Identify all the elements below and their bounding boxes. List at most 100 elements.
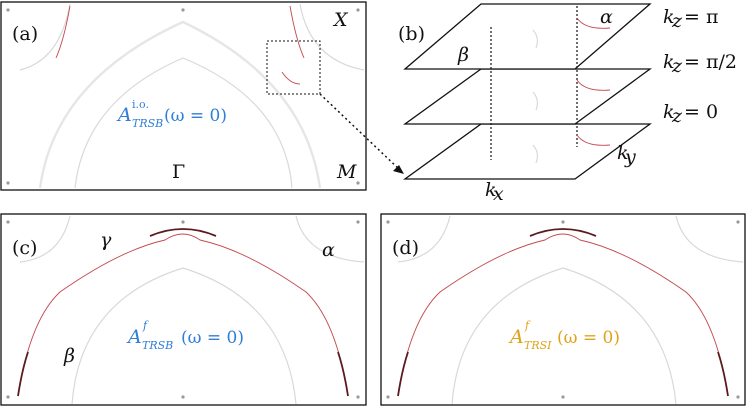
formula-a-base: A bbox=[116, 104, 132, 126]
fs-d-inner bbox=[451, 267, 677, 405]
corner-dot bbox=[561, 395, 565, 399]
panel-a: (a) X Γ M A i.o. TRSB (ω = 0) bbox=[0, 1, 367, 191]
panel-c: (c) γ α β A f TRSB (ω = 0) bbox=[0, 213, 367, 406]
arc-right bbox=[289, 5, 305, 59]
formula-a-sup: i.o. bbox=[132, 98, 149, 111]
fs-corner-tr bbox=[299, 3, 365, 71]
beta-label-b: β bbox=[457, 44, 469, 66]
corner-dot bbox=[356, 181, 360, 185]
panel-d-tag: (d) bbox=[392, 237, 419, 259]
gamma-arc-c bbox=[149, 228, 217, 237]
fs-gamma-inner bbox=[74, 57, 293, 189]
corner-dot bbox=[561, 220, 565, 224]
plane-kz-pi bbox=[403, 3, 652, 70]
fs-c-outer-red bbox=[17, 233, 349, 397]
corner-dot bbox=[6, 8, 10, 12]
faint-mark-mid bbox=[532, 91, 539, 111]
beta-tail-left-d bbox=[397, 351, 409, 397]
zoom-box bbox=[266, 40, 321, 95]
alpha-label-c: α bbox=[322, 239, 335, 261]
corner-dot bbox=[386, 220, 390, 224]
formula-d-base: A bbox=[508, 326, 524, 348]
svg-text:z: z bbox=[671, 105, 683, 127]
kx-label: k x bbox=[485, 179, 504, 205]
panel-a-frame bbox=[0, 1, 367, 191]
panel-a-tag: (a) bbox=[12, 23, 38, 45]
svg-text:= π/2: = π/2 bbox=[684, 51, 737, 73]
panel-c-frame bbox=[0, 213, 367, 406]
svg-text:k: k bbox=[663, 6, 675, 28]
formula-a: A i.o. TRSB (ω = 0) bbox=[116, 98, 227, 130]
zoom-arrow bbox=[319, 93, 401, 171]
svg-text:k: k bbox=[485, 179, 497, 201]
svg-text:z: z bbox=[671, 10, 683, 32]
corner-dot bbox=[6, 395, 10, 399]
panel-b-tag: (b) bbox=[398, 23, 425, 45]
alpha-label-b: α bbox=[600, 6, 613, 28]
panel-d: (d) A f TRSI (ω = 0) bbox=[380, 213, 746, 406]
beta-tail-right-d bbox=[717, 351, 729, 397]
formula-c-base: A bbox=[126, 326, 142, 348]
gamma-arc-d bbox=[529, 228, 597, 237]
beta-tail-right-c bbox=[337, 351, 349, 397]
fs-c-inner bbox=[71, 267, 297, 405]
fs-gamma-outer bbox=[38, 20, 322, 189]
corner-dot bbox=[356, 395, 360, 399]
formula-d-arg: (ω = 0) bbox=[557, 328, 620, 348]
corner-dot bbox=[181, 395, 185, 399]
arc-left bbox=[55, 5, 71, 59]
fs-d-tl bbox=[397, 215, 451, 263]
corner-dot bbox=[181, 8, 185, 12]
corner-dot bbox=[356, 220, 360, 224]
kz-mid-label: k z = π/2 bbox=[663, 51, 737, 77]
corner-dot bbox=[6, 220, 10, 224]
fs-corner-tl bbox=[19, 3, 71, 71]
kz-bottom-label: k z = 0 bbox=[663, 101, 718, 127]
svg-text:x: x bbox=[493, 183, 504, 205]
panel-c-tag: (c) bbox=[12, 237, 37, 259]
formula-d-sup: f bbox=[524, 319, 531, 332]
svg-text:= 0: = 0 bbox=[684, 101, 718, 123]
kz-top-label: k z = π bbox=[663, 6, 718, 32]
formula-a-sub: TRSB bbox=[132, 117, 163, 130]
corner-x-label: X bbox=[332, 9, 349, 31]
ky-label: k y bbox=[617, 142, 636, 168]
formula-c: A f TRSB (ω = 0) bbox=[126, 319, 244, 352]
fs-c-tl bbox=[19, 215, 71, 263]
formula-a-arg: (ω = 0) bbox=[164, 106, 227, 126]
panel-d-frame bbox=[380, 213, 746, 406]
beta-label-c: β bbox=[63, 345, 75, 367]
corner-dot bbox=[736, 220, 740, 224]
faint-mark-top bbox=[532, 29, 539, 49]
arc-zoom bbox=[281, 71, 301, 85]
alpha-arc-top bbox=[576, 17, 611, 29]
corner-dot bbox=[386, 395, 390, 399]
corner-dot bbox=[181, 220, 185, 224]
svg-text:y: y bbox=[624, 146, 636, 168]
formula-d: A f TRSI (ω = 0) bbox=[508, 319, 620, 352]
formula-c-sup: f bbox=[142, 319, 149, 332]
alpha-arc-bottom bbox=[576, 134, 611, 146]
svg-text:k: k bbox=[663, 51, 675, 73]
corner-dot bbox=[356, 8, 360, 12]
corner-gamma-label: Γ bbox=[172, 161, 185, 183]
gamma-label-c: γ bbox=[100, 229, 112, 251]
formula-c-arg: (ω = 0) bbox=[181, 328, 244, 348]
panel-b: (b) β α k z = π k z = π/2 k z bbox=[398, 3, 737, 205]
beta-tail-left-c bbox=[17, 351, 29, 397]
fs-d-outer-red bbox=[397, 233, 729, 397]
corner-dot bbox=[6, 181, 10, 185]
svg-text:k: k bbox=[617, 142, 629, 164]
plane-kz0 bbox=[402, 123, 652, 180]
svg-text:z: z bbox=[671, 55, 683, 77]
corner-m-label: M bbox=[336, 161, 357, 183]
alpha-arc-mid bbox=[576, 79, 611, 91]
svg-text:= π: = π bbox=[684, 6, 718, 28]
formula-c-sub: TRSB bbox=[142, 339, 173, 352]
corner-dot bbox=[736, 395, 740, 399]
svg-text:k: k bbox=[663, 101, 675, 123]
plane-kz-half bbox=[402, 68, 652, 125]
zoom-arrow-head bbox=[393, 165, 404, 174]
faint-mark-bottom bbox=[532, 144, 539, 164]
